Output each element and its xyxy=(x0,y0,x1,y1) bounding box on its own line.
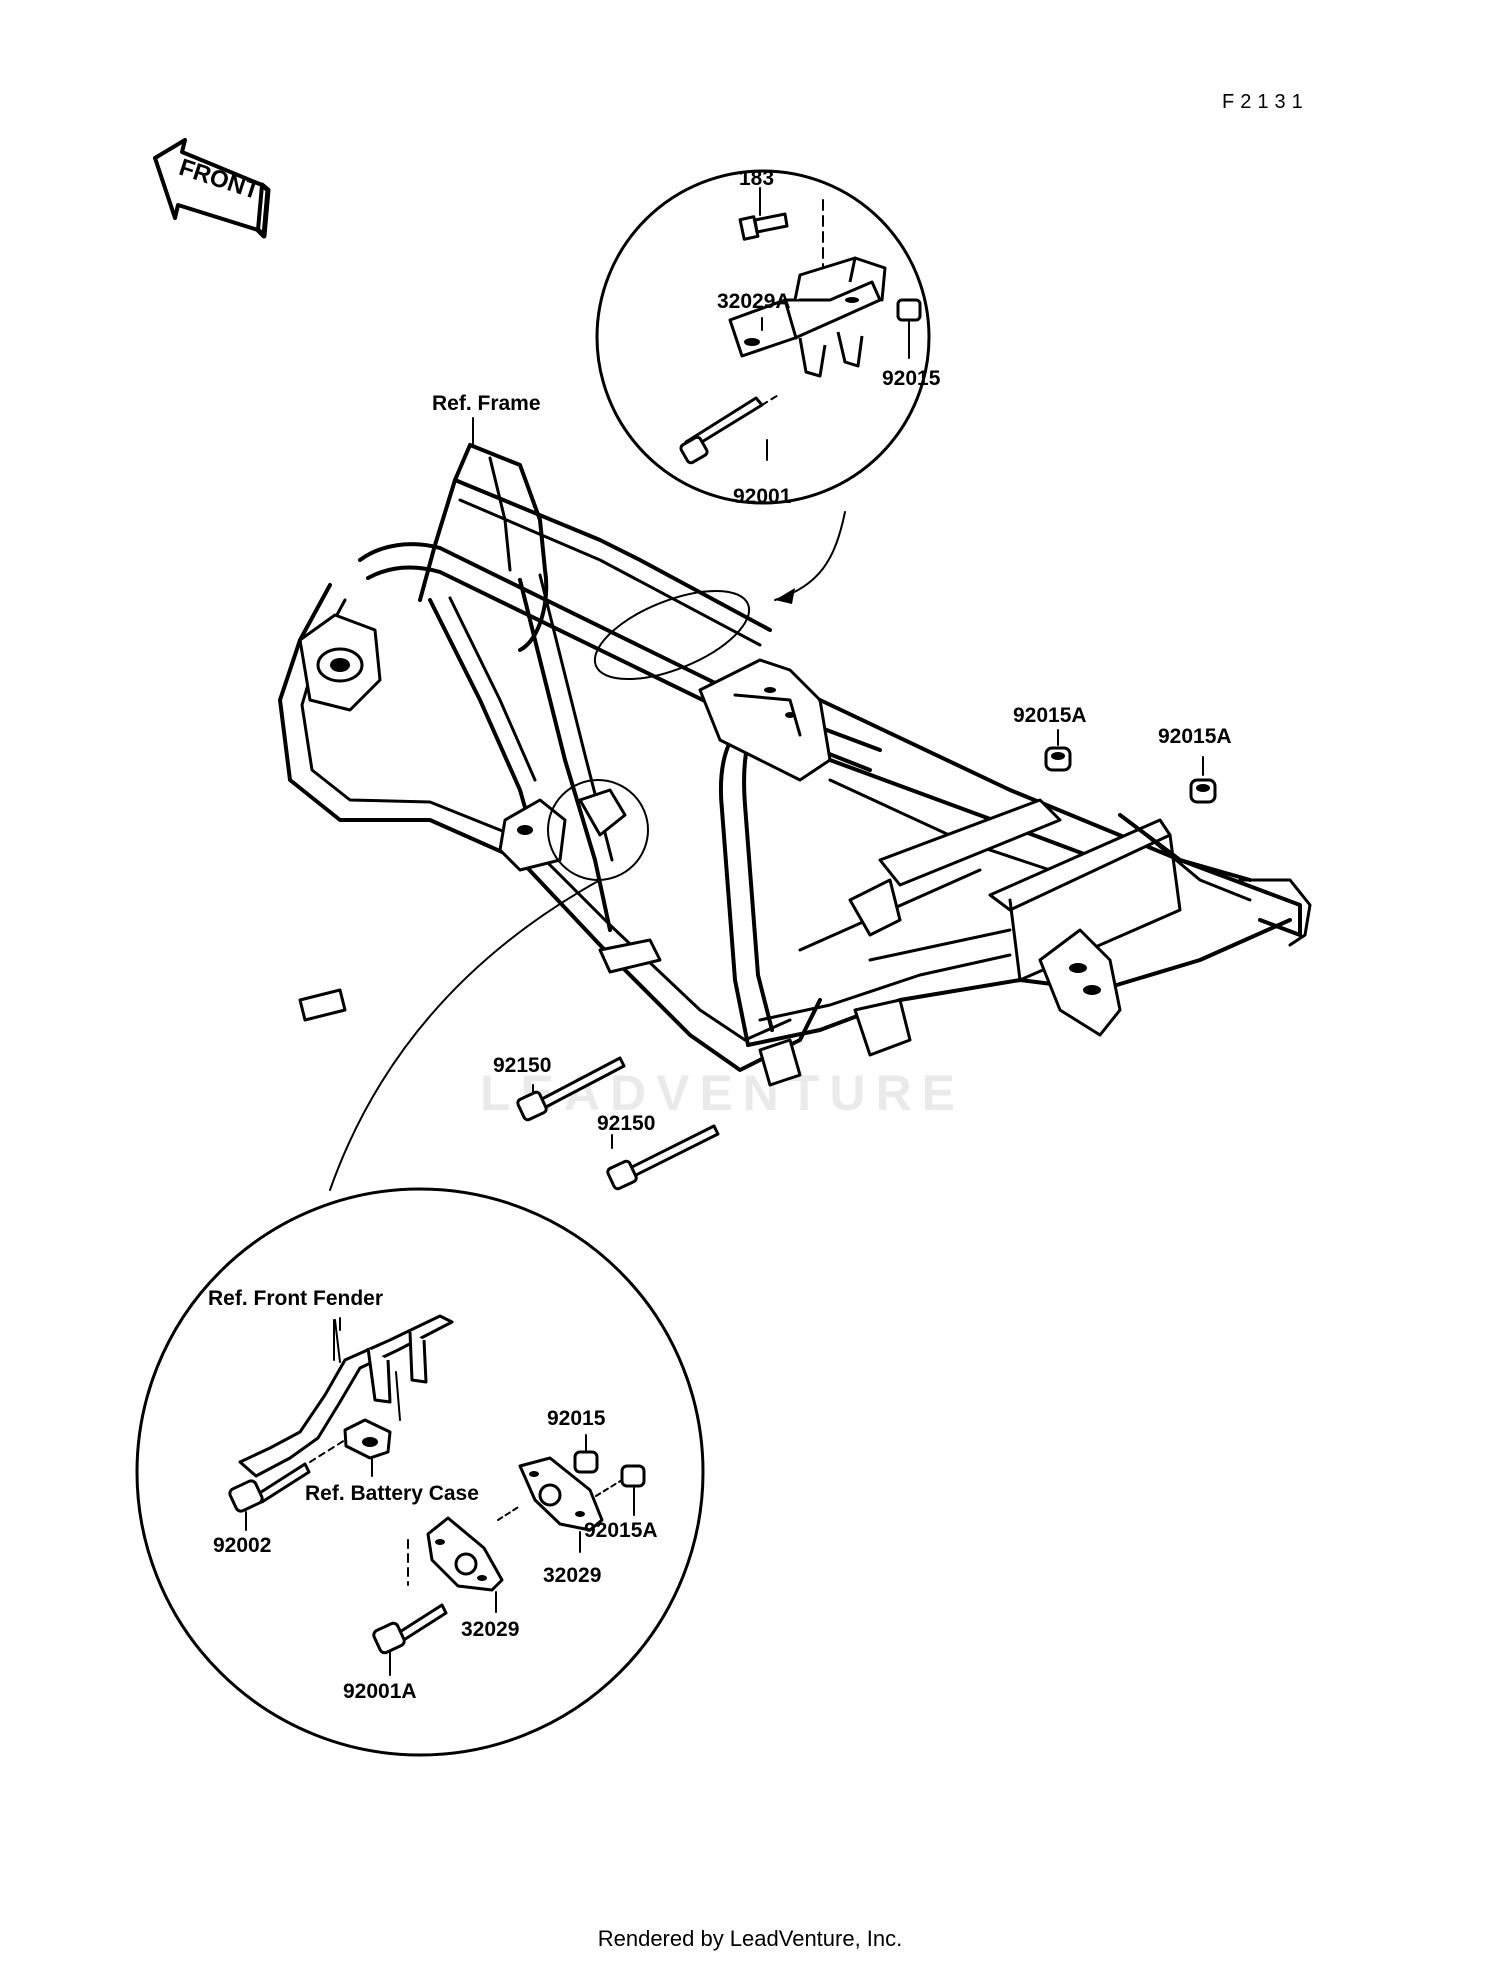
label-32029-2: 32029 xyxy=(461,1618,519,1641)
nut-92015a-3 xyxy=(595,1464,646,1516)
bolt-92001a xyxy=(372,1603,448,1676)
label-92001: 92001 xyxy=(733,485,792,508)
label-92015a-2: 92015A xyxy=(1158,725,1232,748)
label-92015-bottom: 92015 xyxy=(547,1407,606,1430)
label-92150-2: 92150 xyxy=(597,1112,655,1135)
plate-32029-lower xyxy=(426,1505,521,1613)
label-92002: 92002 xyxy=(213,1534,271,1557)
nut-92015-top xyxy=(896,298,922,359)
bolt-92150-1 xyxy=(516,1056,626,1122)
label-92015a-3: 92015A xyxy=(584,1519,658,1542)
label-92001a: 92001A xyxy=(343,1680,417,1703)
label-183: 183 xyxy=(739,167,774,190)
plate-32029-upper xyxy=(518,1456,604,1553)
bottom-detail-circle xyxy=(135,1187,705,1757)
label-ref-frame: Ref. Frame xyxy=(432,392,541,415)
nut-92015a-1 xyxy=(1044,729,1072,772)
bolt-92001 xyxy=(679,393,781,465)
front-fender-bracket xyxy=(238,1314,454,1478)
label-92015a-1: 92015A xyxy=(1013,704,1087,727)
nut-92015a-2 xyxy=(1189,756,1217,804)
bolt-183 xyxy=(738,187,789,241)
bracket-32029a xyxy=(728,256,887,378)
label-ref-battery-case: Ref. Battery Case xyxy=(305,1482,479,1505)
battery-case-tab xyxy=(343,1418,392,1477)
front-arrow-icon: FRONT xyxy=(153,138,271,239)
footer-credit: Rendered by LeadVenture, Inc. xyxy=(597,1926,903,1951)
atv-frame xyxy=(278,443,1312,1191)
bolt-92002 xyxy=(228,1439,346,1531)
label-32029-1: 32029 xyxy=(543,1564,601,1587)
top-detail-circle xyxy=(595,169,931,505)
top-circle-pointer xyxy=(774,511,846,604)
label-32029a: 32029A xyxy=(717,290,791,313)
nut-92015-bottom xyxy=(573,1434,599,1474)
label-92150-1: 92150 xyxy=(493,1054,551,1077)
diagram-code: F2131 xyxy=(1222,91,1309,113)
label-92015-top: 92015 xyxy=(882,367,941,390)
bolt-92150-2 xyxy=(606,1124,720,1191)
label-ref-front-fender: Ref. Front Fender xyxy=(208,1287,383,1310)
